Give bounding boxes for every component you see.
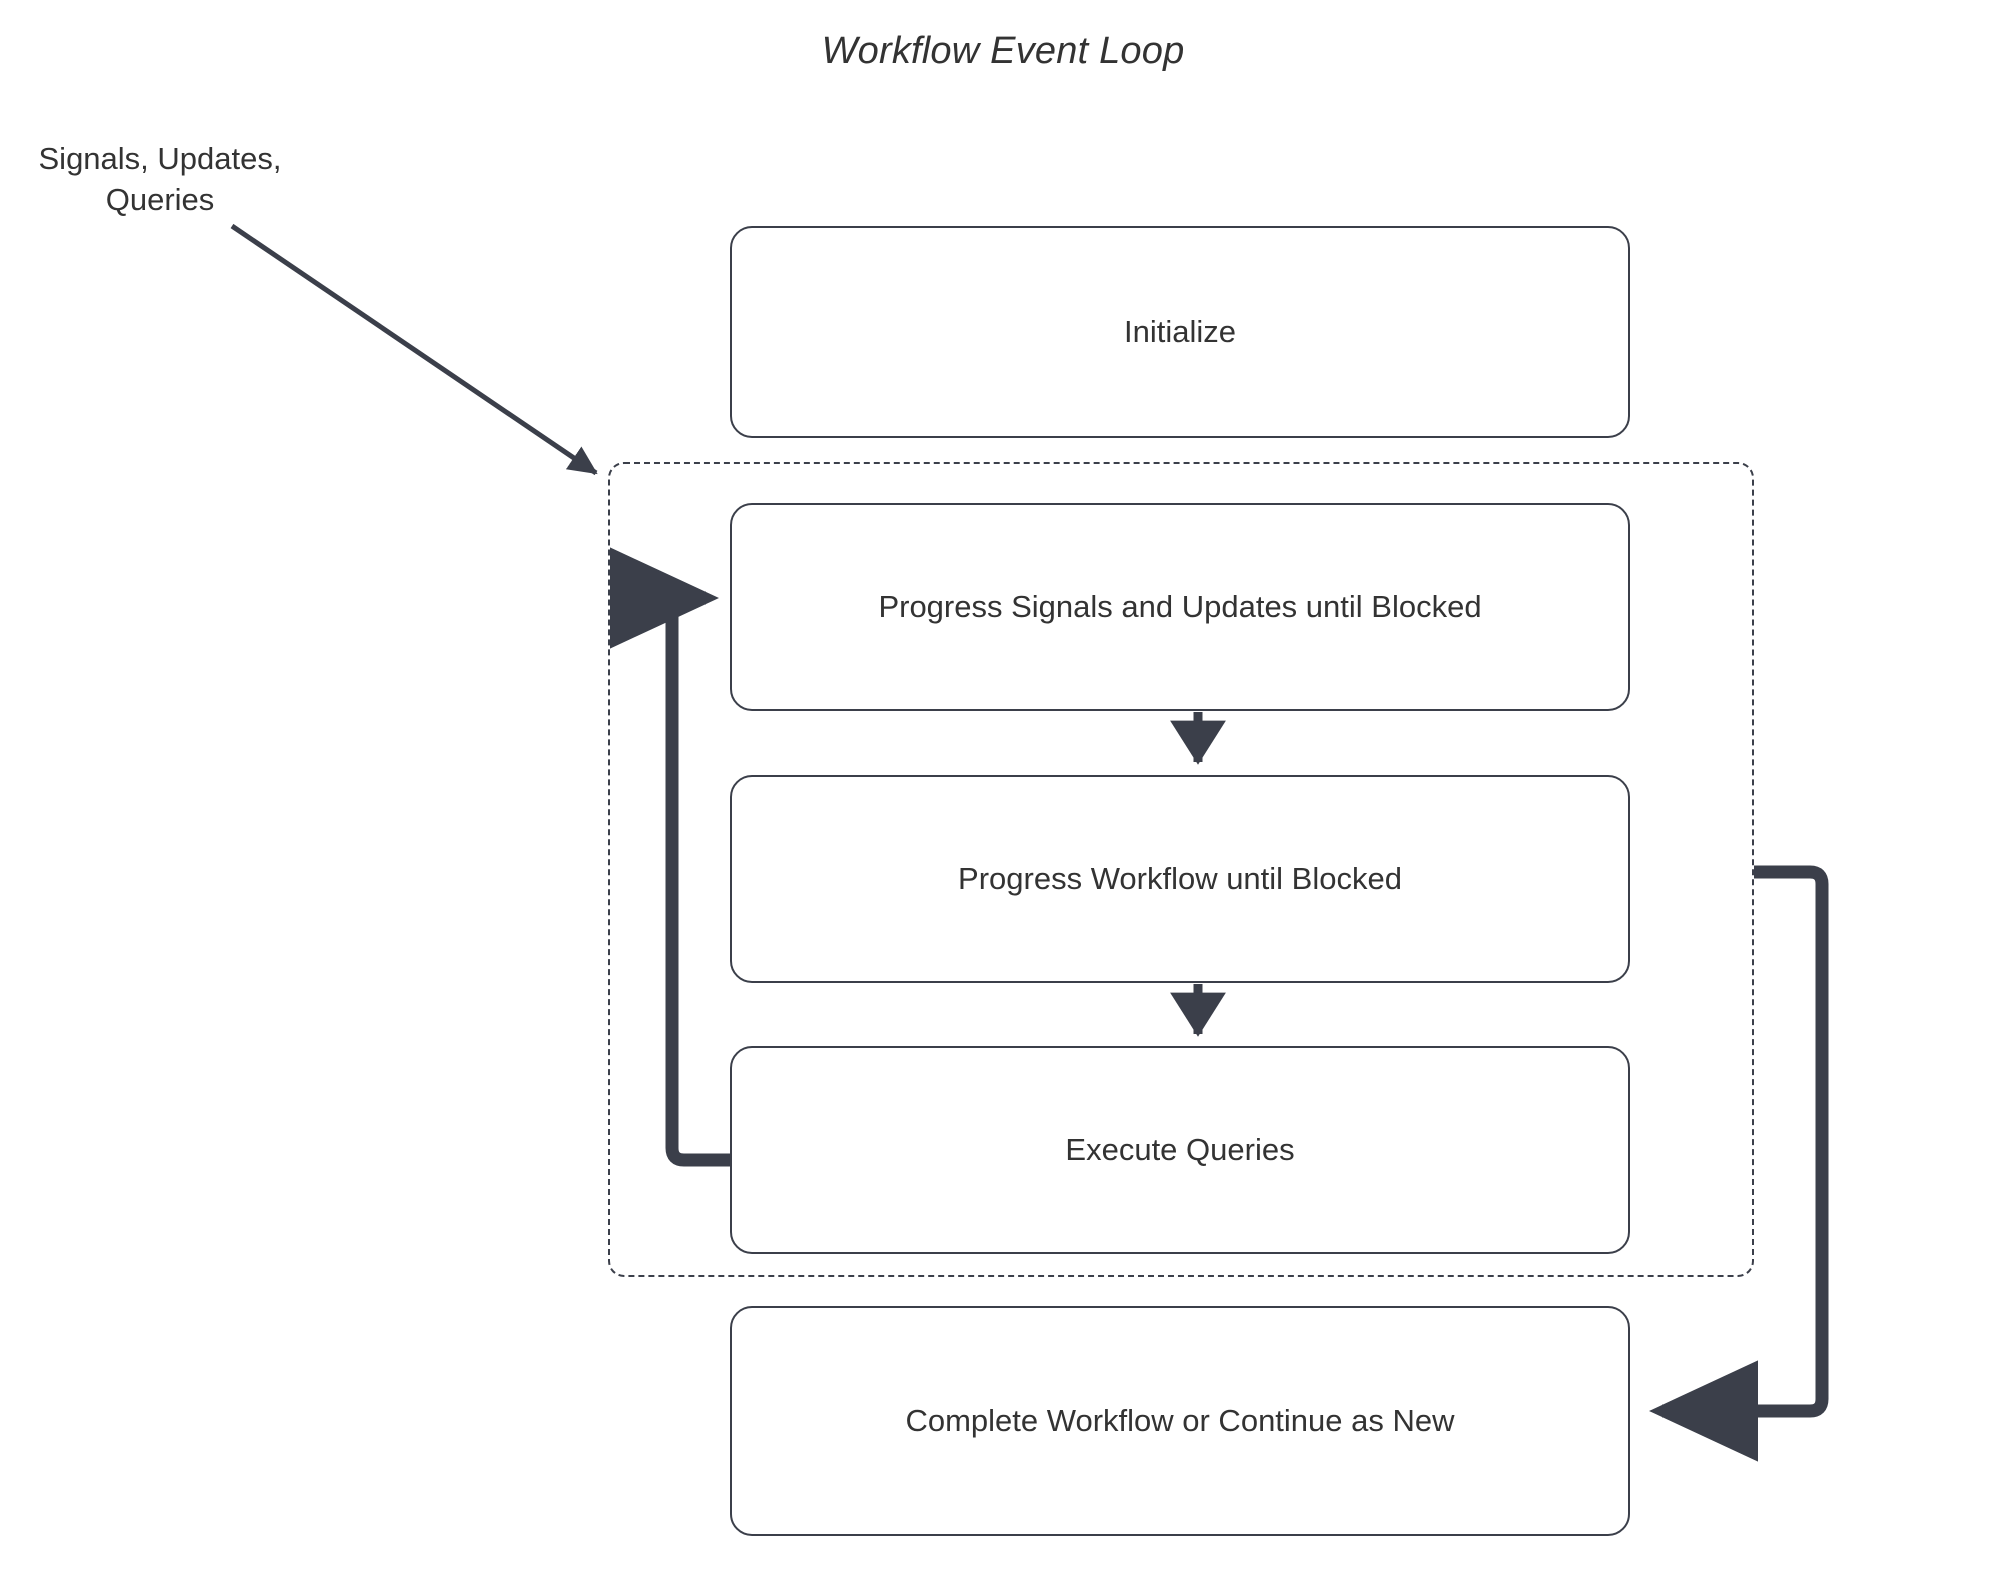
node-complete-workflow-label: Complete Workflow or Continue as New bbox=[905, 1403, 1455, 1439]
node-progress-workflow[interactable]: Progress Workflow until Blocked bbox=[730, 775, 1630, 983]
node-progress-signals[interactable]: Progress Signals and Updates until Block… bbox=[730, 503, 1630, 711]
node-execute-queries[interactable]: Execute Queries bbox=[730, 1046, 1630, 1254]
page-title: Workflow Event Loop bbox=[821, 30, 1185, 72]
edge-external-to-loop bbox=[230, 223, 598, 476]
node-progress-signals-label: Progress Signals and Updates until Block… bbox=[878, 589, 1482, 625]
node-progress-workflow-label: Progress Workflow until Blocked bbox=[958, 861, 1402, 897]
node-initialize[interactable]: Initialize bbox=[730, 226, 1630, 438]
external-input-label: Signals, Updates, Queries bbox=[38, 141, 282, 217]
node-execute-queries-label: Execute Queries bbox=[1065, 1132, 1295, 1168]
event-loop-group-container bbox=[608, 462, 1754, 1277]
node-complete-workflow[interactable]: Complete Workflow or Continue as New bbox=[730, 1306, 1630, 1536]
node-initialize-label: Initialize bbox=[1124, 314, 1236, 350]
